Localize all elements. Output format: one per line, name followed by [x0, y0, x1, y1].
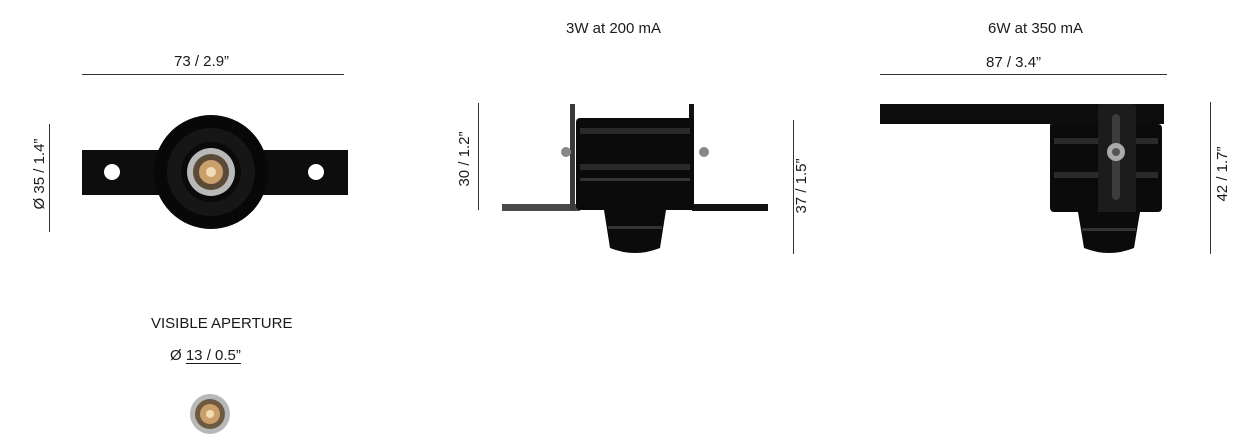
side-6w-height-dimension-line	[1210, 102, 1211, 254]
side-3w-height-a-label: 30 / 1.2”	[456, 131, 473, 187]
mounting-flange	[502, 204, 580, 211]
top-view-fixture-drawing	[82, 115, 348, 229]
side-6w-width-dimension-line	[880, 74, 1167, 75]
mounting-bracket-6w	[880, 104, 1164, 124]
top-view-width-dimension-line	[82, 74, 344, 75]
side-3w-fixture-drawing	[502, 104, 768, 253]
bracket-screw-hole-left	[104, 164, 120, 180]
top-view-diameter-dimension-line	[49, 124, 50, 232]
side-6w-title: 6W at 350 mA	[988, 20, 1084, 37]
aperture-lens-drawing	[190, 394, 230, 434]
side-6w-fixture-drawing	[880, 104, 1164, 253]
side-3w-height-b-label: 37 / 1.5”	[793, 158, 810, 214]
side-3w-height-b-dimension-line	[793, 120, 794, 254]
spring-clip-left	[570, 104, 575, 210]
side-3w-title: 3W at 200 mA	[566, 20, 662, 37]
side-6w-width-label: 87 / 3.4”	[986, 54, 1042, 71]
bracket-screw-hole-right	[308, 164, 324, 180]
aperture-title: VISIBLE APERTURE	[151, 315, 293, 332]
side-6w-height-label: 42 / 1.7”	[1214, 146, 1231, 202]
aperture-dimension-value: 13 / 0.5”	[185, 347, 241, 364]
top-view-width-label: 73 / 2.9”	[174, 53, 230, 70]
driver-cap	[604, 210, 666, 253]
aperture-dimension: Ø 13 / 0.5”	[170, 347, 241, 365]
side-3w-height-a-dimension-line	[478, 103, 479, 210]
aperture-diameter-symbol: Ø	[170, 347, 182, 364]
driver-cap-6w	[1078, 212, 1140, 253]
top-view-diameter-label: Ø 35 / 1.4”	[31, 138, 48, 210]
